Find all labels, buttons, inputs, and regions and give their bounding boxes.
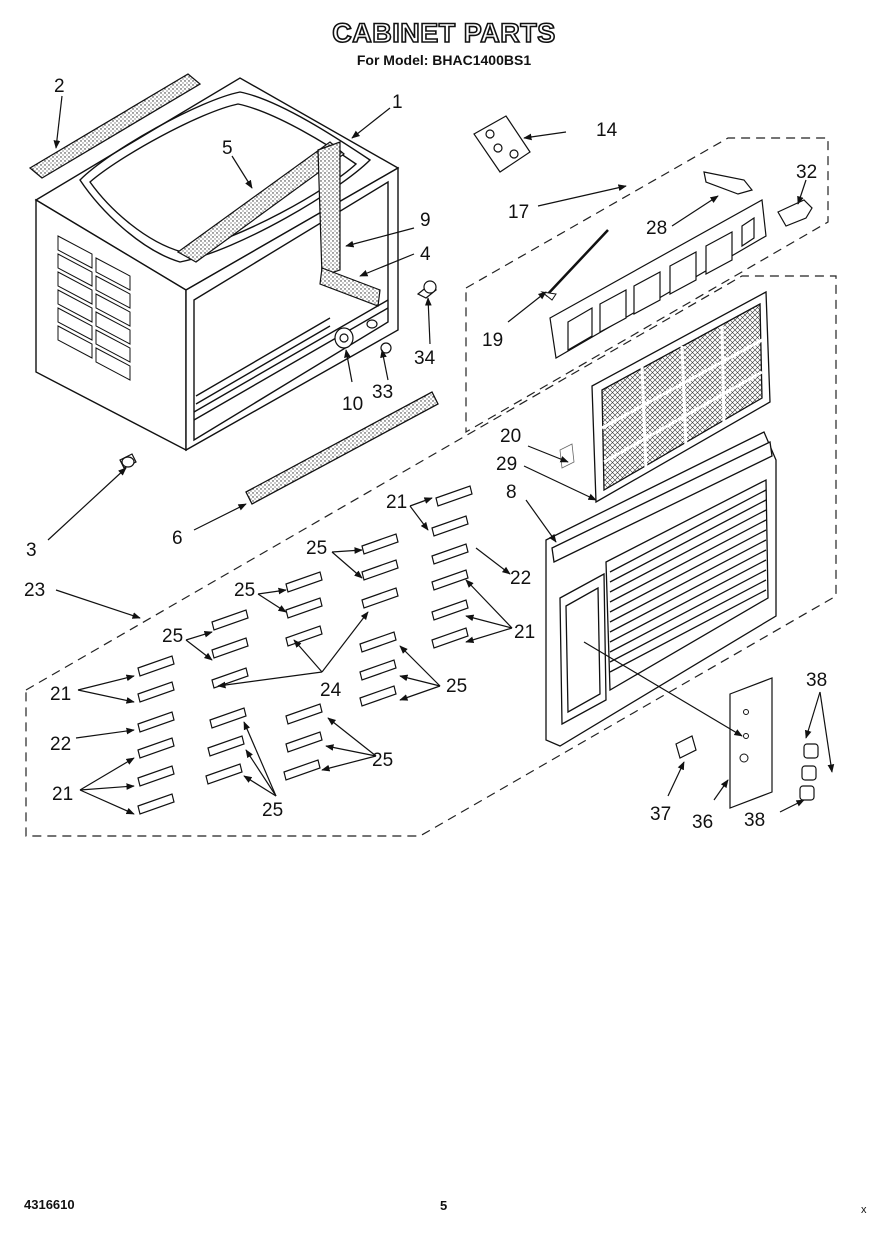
callout-20: 20	[500, 426, 521, 447]
callout-22a: 22	[510, 568, 531, 589]
callout-10: 10	[342, 394, 363, 415]
callout-21b: 21	[514, 622, 535, 643]
callout-21d: 21	[52, 784, 73, 805]
callout-4: 4	[420, 244, 431, 265]
filter-label	[559, 443, 575, 469]
callout-19: 19	[482, 330, 503, 351]
control-knobs	[799, 743, 819, 801]
diagonal-foam-brace	[176, 141, 345, 263]
cabinet-shell	[34, 77, 400, 452]
callout-1: 1	[392, 92, 403, 113]
louver-blades	[137, 485, 473, 815]
callout-25d: 25	[446, 676, 467, 697]
control-panel-plate	[729, 677, 773, 809]
callout-21a: 21	[386, 492, 407, 513]
callout-25f: 25	[262, 800, 283, 821]
callout-2: 2	[54, 76, 65, 97]
bottom-foam-strip	[245, 391, 439, 505]
callout-3: 3	[26, 540, 37, 561]
callout-9: 9	[420, 210, 431, 231]
small-block	[675, 735, 697, 759]
callout-28: 28	[646, 218, 667, 239]
callout-6: 6	[172, 528, 183, 549]
callout-17: 17	[508, 202, 529, 223]
front-grille	[545, 431, 777, 747]
vertical-support	[317, 141, 341, 277]
clip-part	[777, 199, 813, 227]
callout-38b: 38	[744, 810, 765, 831]
callout-25c: 25	[162, 626, 183, 647]
callout-37: 37	[650, 804, 671, 825]
document-number: 4316610	[24, 1197, 75, 1212]
top-channel-strip	[28, 73, 202, 179]
page-number: 5	[440, 1198, 448, 1213]
foam-bracket	[319, 267, 381, 307]
model-subtitle: For Model: BHAC1400BS1	[356, 52, 532, 68]
callout-34: 34	[414, 348, 436, 369]
corner-mark: x	[861, 1204, 867, 1216]
callout-22b: 22	[50, 734, 71, 755]
callout-5: 5	[222, 138, 233, 159]
callout-14: 14	[596, 120, 618, 141]
callout-8: 8	[506, 482, 517, 503]
callout-25e: 25	[372, 750, 393, 771]
mounting-bracket	[473, 115, 531, 173]
callout-33: 33	[372, 382, 393, 403]
leader-lines	[47, 95, 835, 815]
callout-23: 23	[24, 580, 45, 601]
callout-25b: 25	[234, 580, 255, 601]
dashed-group-outlines	[25, 137, 837, 837]
callout-32: 32	[796, 162, 817, 183]
callout-38a: 38	[806, 670, 827, 691]
callout-29: 29	[496, 454, 517, 475]
air-filter	[591, 290, 771, 504]
cabinet-louvers	[57, 235, 131, 381]
control-housing	[549, 199, 767, 359]
page-title: CABINET PARTS	[331, 17, 556, 49]
control-rod	[545, 229, 609, 297]
callout-25a: 25	[306, 538, 327, 559]
callout-labels: 1 2 3 4 5 6 8 9 10 14 17 19 20 21 21 21 …	[24, 76, 827, 833]
callout-24: 24	[320, 680, 342, 701]
latch-part	[703, 171, 754, 195]
hardware-parts	[119, 280, 438, 469]
callout-21c: 21	[50, 684, 71, 705]
plate-holes	[739, 709, 749, 763]
callout-36: 36	[692, 812, 713, 833]
